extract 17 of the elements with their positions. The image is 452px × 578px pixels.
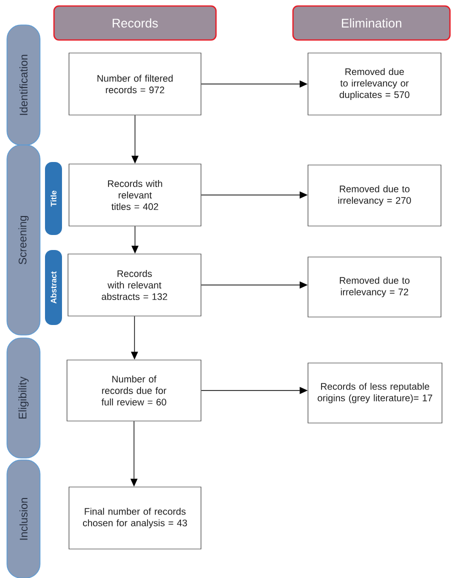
process-box: Removed due to irrelevancy or duplicates = 570 (308, 52, 442, 116)
column-header: Records (53, 5, 217, 41)
process-box: Number of filtered records = 972 (68, 52, 202, 116)
process-box: Number of records due for full review = 60 (66, 360, 202, 422)
stage-band: Eligibility (6, 338, 40, 458)
sub-stage-tab: Abstract (45, 250, 62, 325)
sub-stage-tab: Title (45, 162, 62, 235)
process-box: Removed due to irrelevancy = 72 (308, 256, 442, 318)
process-box: Records with relevant abstracts = 132 (68, 254, 202, 316)
process-box: Records of less reputable origins (grey literature)= 17 (308, 362, 442, 424)
stage-band: Identification (6, 24, 40, 146)
process-box: Removed due to irrelevancy = 270 (308, 164, 442, 226)
column-header: Elimination (292, 5, 451, 41)
stage-band: Inclusion (6, 460, 40, 578)
stage-band: Screening (6, 144, 40, 336)
process-box: Records with relevant titles = 402 (68, 164, 202, 226)
process-box: Final number of records chosen for analysis = 43 (68, 486, 202, 550)
